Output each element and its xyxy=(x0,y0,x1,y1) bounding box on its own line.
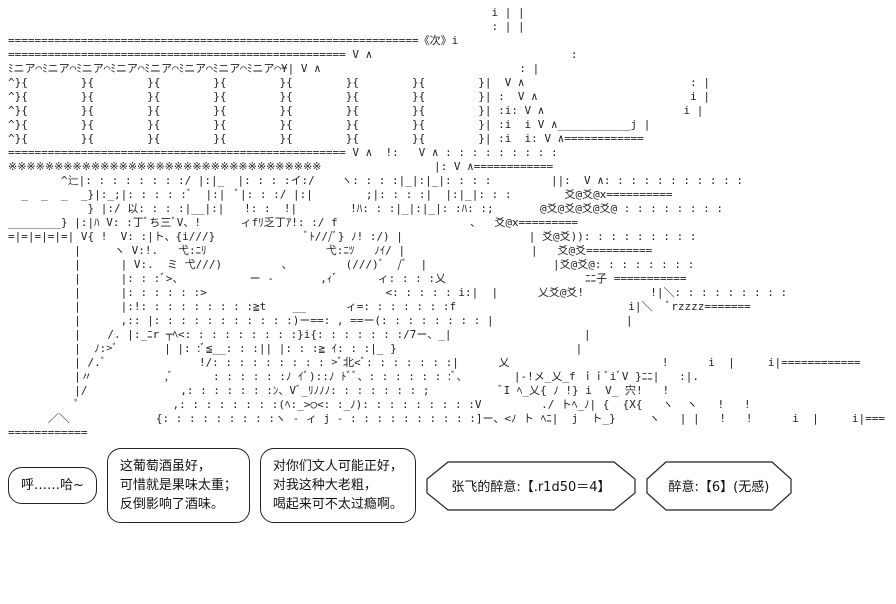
bubble-line: 呼……哈~ xyxy=(21,478,84,493)
status-text: 醉意:【6】(无感) xyxy=(668,480,770,495)
octagon-frame xyxy=(426,460,636,511)
bubble-line: 对你们文人可能正好， xyxy=(272,459,403,474)
speech-bubble-wine: 这葡萄酒虽好， 可惜就是果味太重； 反倒影响了酒味。 xyxy=(106,448,250,523)
dialogue-row: 呼……哈~ 这葡萄酒虽好， 可惜就是果味太重； 反倒影响了酒味。 对你们文人可能… xyxy=(0,440,896,529)
octagon-frame xyxy=(646,460,792,511)
bubble-line: 可惜就是果味太重； xyxy=(119,478,237,493)
speech-bubble-sigh: 呼……哈~ xyxy=(8,467,97,504)
bubble-line: 反倒影响了酒味。 xyxy=(119,497,224,512)
status-box-zhangfei-drunk: 张飞的醉意:【.r1d50＝4】 xyxy=(425,460,636,511)
speech-bubble-scholar: 对你们文人可能正好， 对我这种大老粗， 喝起来可不太过瘾啊。 xyxy=(259,448,416,523)
bubble-line: 喝起来可不太过瘾啊。 xyxy=(272,497,403,512)
bubble-line: 对我这种大老粗， xyxy=(272,478,377,493)
status-box-drunk: 醉意:【6】(无感) xyxy=(645,460,792,511)
status-text: 张飞的醉意:【.r1d50＝4】 xyxy=(451,480,611,495)
ascii-art-background: i | | : | | ============================… xyxy=(8,6,885,439)
bubble-line: 这葡萄酒虽好， xyxy=(119,459,211,474)
